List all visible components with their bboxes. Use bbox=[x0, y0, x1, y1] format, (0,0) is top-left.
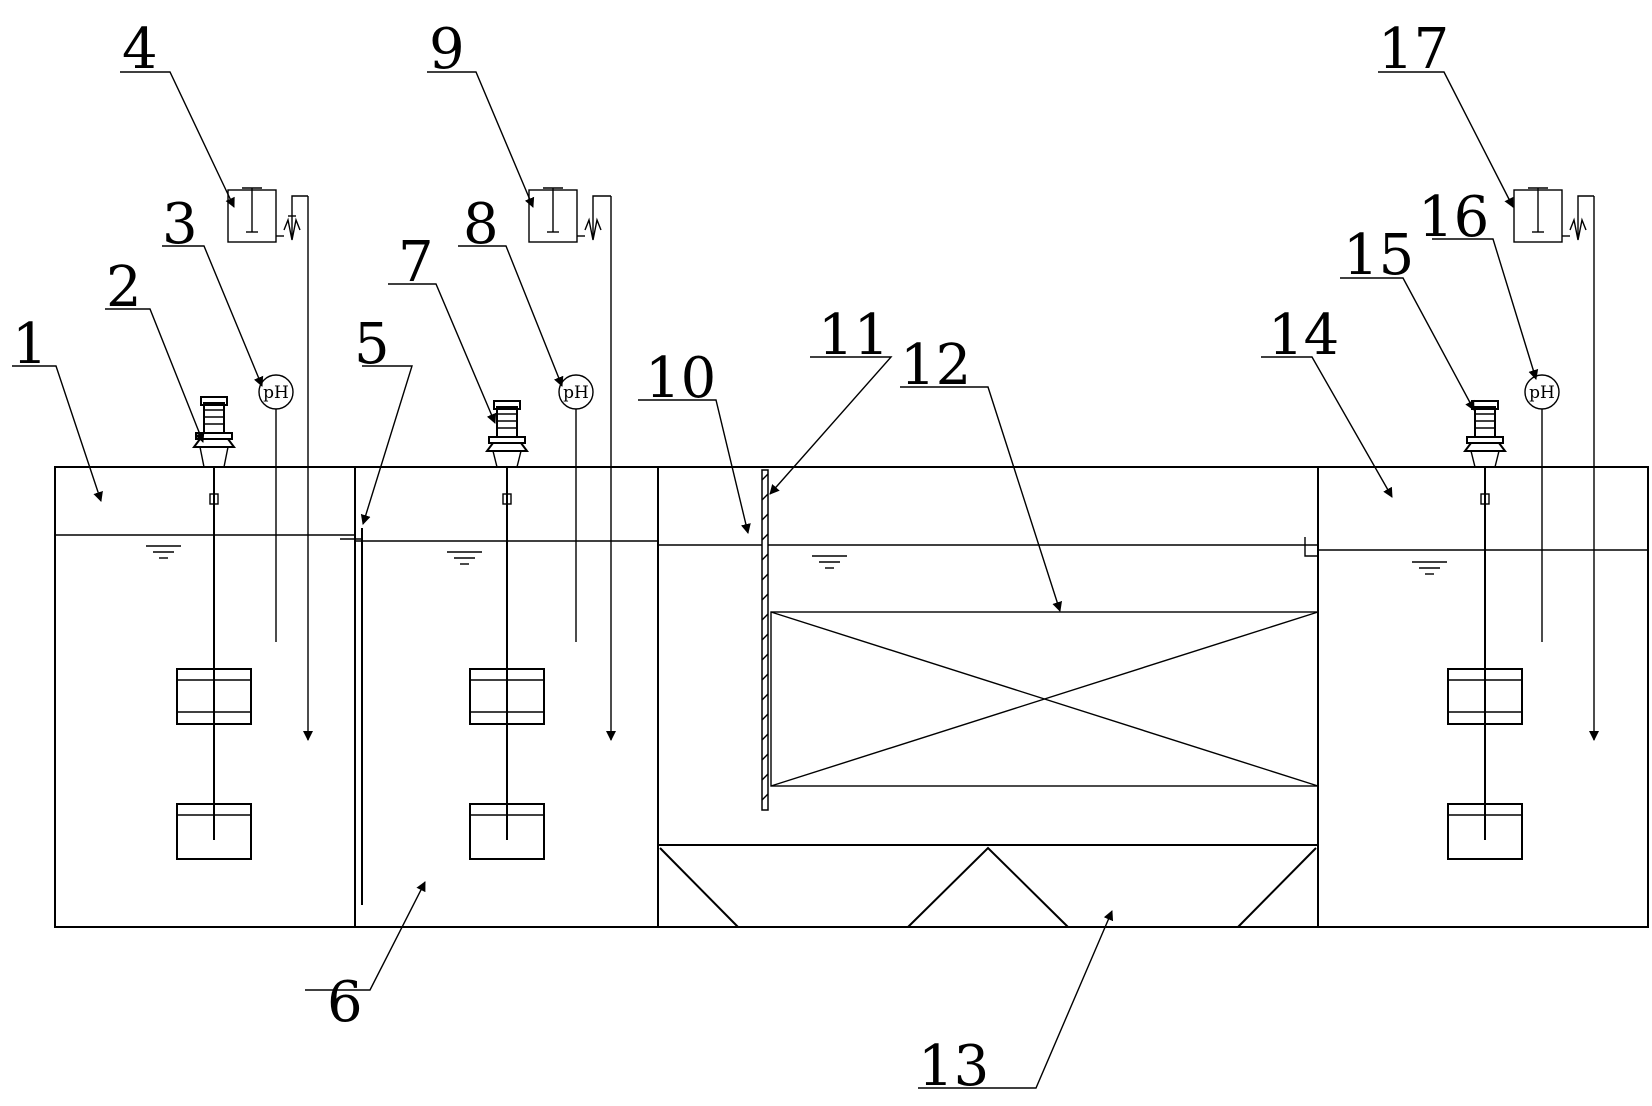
mixer-2 bbox=[176, 396, 252, 860]
dosing-tank-17 bbox=[1513, 187, 1599, 741]
label-10: 10 bbox=[645, 346, 716, 411]
mixer-15 bbox=[1447, 400, 1523, 860]
part-labels: 1 2 3 4 5 6 7 8 9 10 11 12 13 14 15 16 1… bbox=[12, 17, 1489, 1099]
water-level-symbol bbox=[1412, 561, 1447, 575]
water-level-symbol bbox=[812, 555, 847, 569]
label-17: 17 bbox=[1378, 17, 1449, 82]
water-level-symbol bbox=[146, 545, 181, 559]
overflow-pipe bbox=[1304, 537, 1318, 557]
water-level-symbol bbox=[447, 551, 482, 565]
inclined-tube-pack-12 bbox=[770, 611, 1319, 787]
leader-lines bbox=[12, 71, 1539, 1089]
tank-outline bbox=[54, 466, 1649, 928]
ph-label: pH bbox=[1529, 383, 1555, 403]
label-9: 9 bbox=[429, 17, 465, 82]
label-5: 5 bbox=[354, 312, 390, 377]
ph-probe-8: pH bbox=[558, 374, 594, 642]
label-15: 15 bbox=[1343, 223, 1414, 288]
label-13: 13 bbox=[918, 1034, 989, 1099]
label-16: 16 bbox=[1418, 185, 1489, 250]
dosing-tank-4 bbox=[227, 187, 313, 741]
water-levels bbox=[55, 534, 1648, 575]
label-3: 3 bbox=[162, 192, 198, 257]
ph-probe-3: pH bbox=[258, 374, 294, 642]
ph-label: pH bbox=[263, 383, 289, 403]
label-8: 8 bbox=[463, 192, 499, 257]
inlet-baffle-11 bbox=[761, 469, 769, 811]
label-6: 6 bbox=[327, 970, 363, 1035]
label-4: 4 bbox=[122, 17, 158, 82]
label-11: 11 bbox=[818, 303, 889, 368]
sludge-hopper-13 bbox=[658, 844, 1318, 928]
ph-probe-16: pH bbox=[1524, 374, 1560, 642]
label-12: 12 bbox=[900, 333, 971, 398]
mixer-7 bbox=[469, 400, 545, 860]
dosing-tank-9 bbox=[528, 187, 616, 741]
baffle-5 bbox=[340, 528, 363, 905]
ph-label: pH bbox=[563, 383, 589, 403]
label-14: 14 bbox=[1268, 303, 1339, 368]
label-7: 7 bbox=[398, 230, 434, 295]
label-1: 1 bbox=[12, 312, 48, 377]
label-2: 2 bbox=[106, 255, 142, 320]
